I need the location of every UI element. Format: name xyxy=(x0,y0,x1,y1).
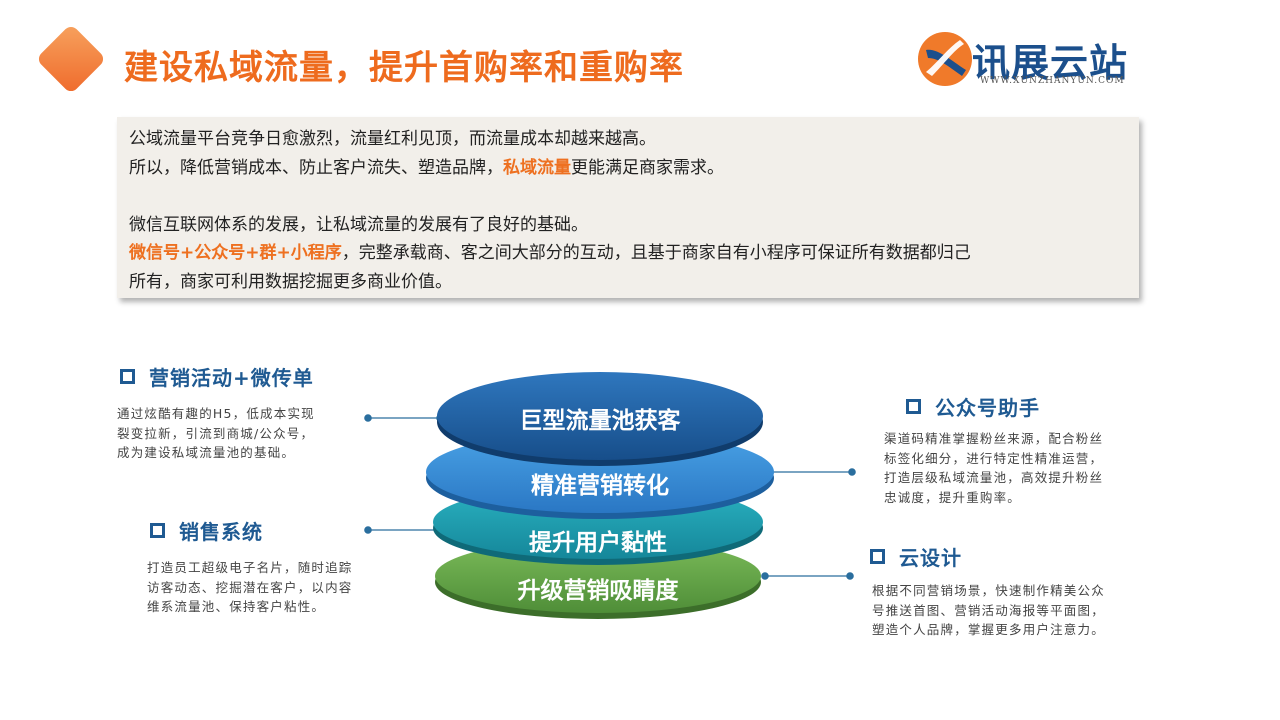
layer-1: 巨型流量池获客 xyxy=(437,372,763,466)
section-marketing-text: 通过炫酷有趣的H5，低成本实现 裂变拉新，引流到商城/公众号， 成为建设私域流量… xyxy=(117,404,315,463)
section-sales-text: 打造员工超级电子名片，随时追踪 访客动态、挖掘潜在客户，以内容 维系流量池、保持… xyxy=(147,558,353,617)
logo-icon xyxy=(918,32,972,86)
layer-2-label: 精准营销转化 xyxy=(531,472,669,499)
section-design-title: 云设计 xyxy=(870,542,962,571)
section-official-title: 公众号助手 xyxy=(906,392,1040,421)
section-official-text: 渠道码精准掌握粉丝来源，配合粉丝 标签化细分，进行特定性精准运营， 打造层级私域… xyxy=(884,429,1103,507)
section-design-line: 根据不同营销场景，快速制作精美公众 xyxy=(872,583,1105,598)
page-title: 建设私域流量，提升首购率和重购率 xyxy=(124,48,684,88)
section-official-label: 公众号助手 xyxy=(935,396,1040,420)
section-marketing-title: 营销活动+微传单 xyxy=(120,362,314,391)
intro-line-4-highlight: 微信号+公众号+群+小程序 xyxy=(129,243,342,263)
section-design-line: 塑造个人品牌，掌握更多用户注意力。 xyxy=(872,622,1105,637)
section-sales-line: 访客动态、挖掘潜在客户，以内容 xyxy=(147,579,353,595)
intro-line-2-highlight: 私域流量 xyxy=(503,157,571,178)
layer-4-label: 升级营销吸睛度 xyxy=(518,577,680,604)
intro-spacer xyxy=(129,182,1127,211)
section-marketing-line: 成为建设私域流量池的基础。 xyxy=(117,445,296,460)
logo-name: 讯展云站 xyxy=(972,41,1129,85)
intro-line-5: 所有，商家可利用数据挖掘更多商业价值。 xyxy=(129,271,452,292)
section-design-line: 号推送首图、营销活动海报等平面图， xyxy=(872,602,1105,618)
square-bullet-icon xyxy=(150,523,165,538)
logo-url: WWW.XUNZHANYUN.COM xyxy=(980,76,1125,86)
section-design-label: 云设计 xyxy=(899,546,962,570)
section-sales-label: 销售系统 xyxy=(179,520,263,544)
brand-logo: 讯展云站 WWW.XUNZHANYUN.COM xyxy=(916,30,1156,90)
section-official-line: 忠诚度，提升重购率。 xyxy=(884,489,1022,505)
square-bullet-icon xyxy=(906,399,921,414)
intro-line-2-pre: 所以，降低营销成本、防止客户流失、塑造品牌， xyxy=(129,157,503,178)
section-official-line: 渠道码精准掌握粉丝来源，配合粉丝 xyxy=(884,431,1104,446)
section-marketing-label: 营销活动+微传单 xyxy=(149,366,314,390)
square-bullet-icon xyxy=(120,369,135,384)
intro-line-2-post: 更能满足商家需求。 xyxy=(571,157,724,178)
intro-line-4: 微信号+公众号+群+小程序，完整承载商、客之间大部分的互动，且基于商家自有小程序… xyxy=(129,239,1127,268)
layer-stack: 升级营销吸睛度 提升用户黏性 精准营销转化 巨型流量池获客 xyxy=(426,372,774,619)
section-sales-line: 打造员工超级电子名片，随时追踪 xyxy=(147,560,353,575)
section-marketing-line: 通过炫酷有趣的H5，低成本实现 xyxy=(117,406,315,421)
intro-line-3: 微信互联网体系的发展，让私域流量的发展有了良好的基础。 xyxy=(129,214,588,235)
section-official-line: 标签化细分，进行特定性精准运营， xyxy=(884,450,1104,466)
section-marketing-line: 裂变拉新，引流到商城/公众号， xyxy=(117,425,315,441)
section-official-line: 打造层级私域流量池，高效提升粉丝 xyxy=(884,470,1104,485)
title-diamond-icon xyxy=(35,23,107,95)
intro-line-4-post: ，完整承载商、客之间大部分的互动，且基于商家自有小程序可保证所有数据都归己 xyxy=(341,243,971,263)
layer-3-label: 提升用户黏性 xyxy=(529,529,667,556)
section-design-text: 根据不同营销场景，快速制作精美公众 号推送首图、营销活动海报等平面图， 塑造个人… xyxy=(872,581,1105,640)
intro-box: 公域流量平台竞争日愈激烈，流量红利见顶，而流量成本却越来越高。 所以，降低营销成… xyxy=(117,117,1139,298)
layer-1-label: 巨型流量池获客 xyxy=(520,407,682,434)
intro-line-2: 所以，降低营销成本、防止客户流失、塑造品牌，私域流量更能满足商家需求。 xyxy=(129,154,1127,183)
section-sales-title: 销售系统 xyxy=(150,516,263,545)
square-bullet-icon xyxy=(870,549,885,564)
section-sales-line: 维系流量池、保持客户粘性。 xyxy=(147,599,326,614)
intro-line-1: 公域流量平台竞争日愈激烈，流量红利见顶，而流量成本却越来越高。 xyxy=(129,129,656,149)
